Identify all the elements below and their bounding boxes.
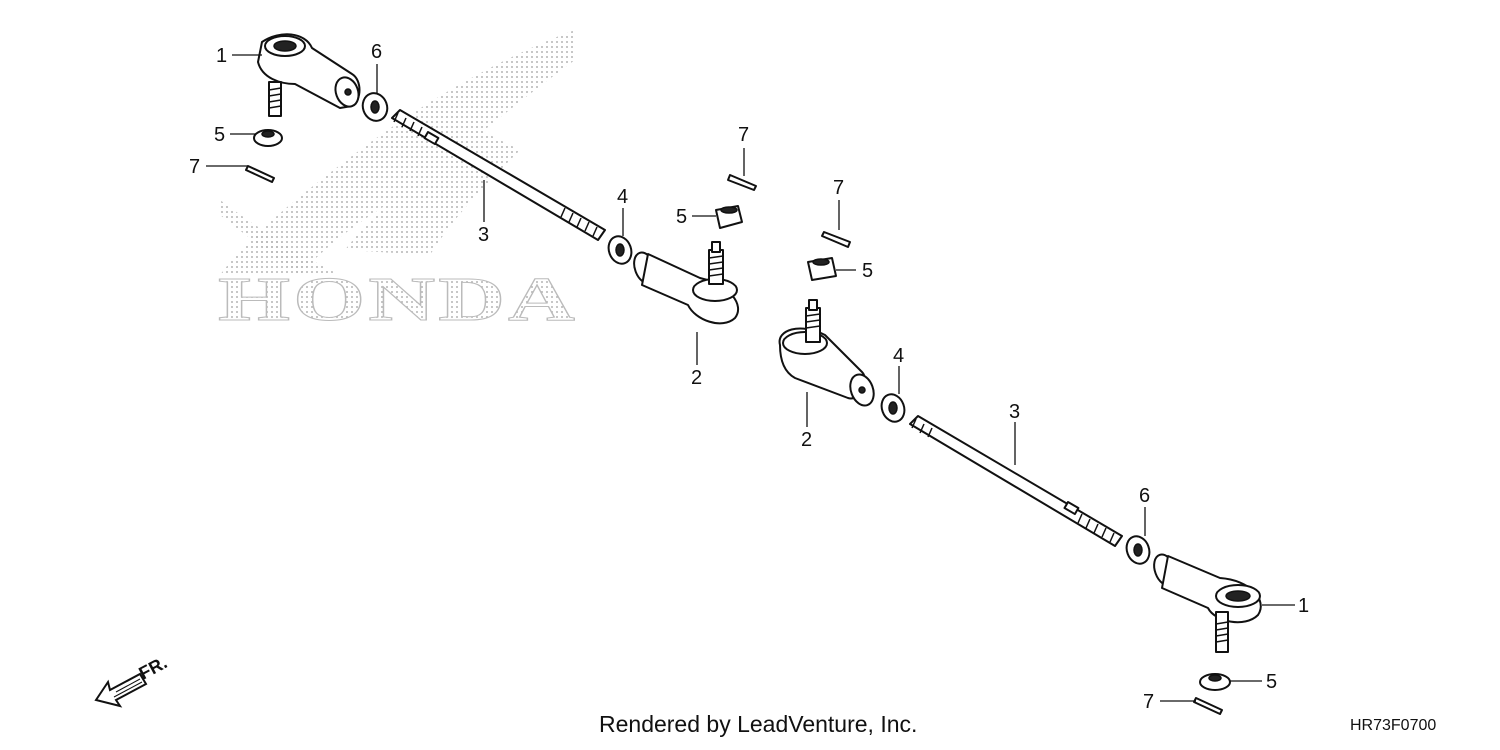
diagram-code: HR73F0700 — [1350, 717, 1436, 734]
callout-1-upper-left: 1 — [216, 45, 227, 67]
front-direction-indicator: FR. — [94, 652, 170, 708]
callout-7-center-right: 7 — [833, 177, 844, 199]
honda-logo-text: HONDA — [218, 266, 578, 334]
callout-4-right: 4 — [893, 345, 904, 367]
callout-6-right: 6 — [1139, 485, 1150, 507]
castle-nut-center-top — [715, 205, 743, 229]
tie-rod-end-left — [257, 33, 361, 117]
tie-rod-left — [391, 109, 606, 241]
honda-watermark: HONDA — [218, 30, 578, 335]
callout-3-right: 3 — [1009, 401, 1020, 423]
castle-nut-center-right — [807, 257, 837, 281]
jam-nut-left-center — [607, 235, 633, 265]
tie-rod-end-center-left — [633, 241, 740, 325]
cotter-pin-center-top — [727, 174, 757, 191]
callout-1-lower-right: 1 — [1298, 595, 1309, 617]
callout-5-upper-left: 5 — [214, 124, 225, 146]
leader-lines — [206, 54, 1295, 702]
honda-wing-logo — [220, 30, 575, 275]
callout-2-center-right: 2 — [801, 429, 812, 451]
tie-rod-end-center-right — [778, 299, 875, 407]
honda-wing-lower — [220, 200, 340, 275]
callout-7-upper-left: 7 — [189, 156, 200, 178]
cotter-pin-upper-left — [245, 165, 275, 183]
castle-nut-upper-left — [253, 129, 283, 147]
cotter-pin-bottom-right — [1193, 697, 1223, 715]
front-arrow-icon — [94, 672, 148, 708]
render-credit: Rendered by LeadVenture, Inc. — [599, 711, 917, 737]
jam-nut-right-center — [880, 393, 906, 423]
callout-7-center-top: 7 — [738, 124, 749, 146]
callout-4-left: 4 — [617, 186, 628, 208]
callout-7-lower-right: 7 — [1143, 691, 1154, 713]
cotter-pin-center-right — [821, 231, 851, 248]
lock-nut-right — [1125, 535, 1151, 565]
tie-rod-right — [909, 415, 1123, 547]
callout-5-center-right: 5 — [862, 260, 873, 282]
tie-rod-end-right — [1153, 553, 1262, 653]
callout-3-left: 3 — [478, 224, 489, 246]
callout-5-lower-right: 5 — [1266, 671, 1277, 693]
castle-nut-bottom-right — [1199, 673, 1231, 691]
callout-5-center-top: 5 — [676, 206, 687, 228]
callout-2-center-left: 2 — [691, 367, 702, 389]
callout-6-upper-left: 6 — [371, 41, 382, 63]
callout-numbers: 1 6 5 7 3 4 7 5 2 7 5 2 4 3 6 1 5 7 — [189, 41, 1309, 713]
lock-nut-left — [361, 92, 389, 122]
